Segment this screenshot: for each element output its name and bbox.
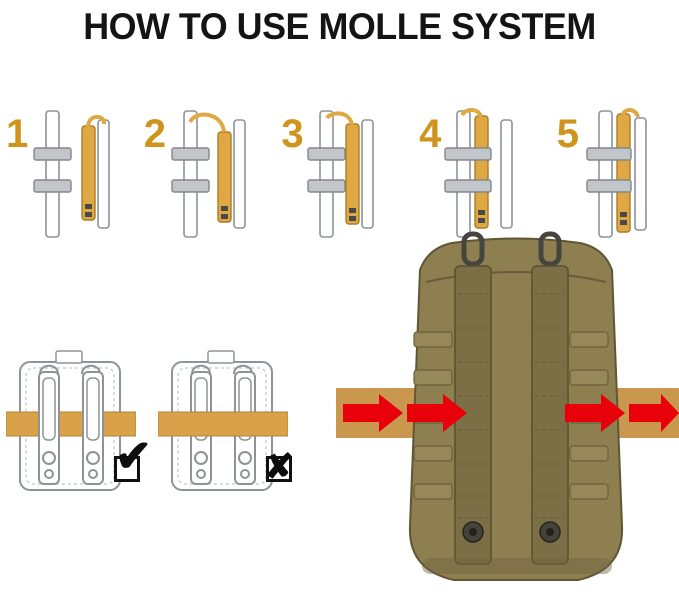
bottom-shadow [422, 558, 612, 574]
steps-row: 1 2 [0, 108, 679, 240]
side-molle-webbing [413, 331, 609, 500]
webbing-column [586, 147, 632, 193]
arrow-right-icon [565, 394, 625, 432]
step-3: 3 [281, 108, 393, 240]
step-3-diagram [306, 110, 374, 238]
arrow-right-icon [629, 394, 679, 432]
molle-strap [324, 111, 374, 229]
webbing-column [171, 110, 210, 238]
step-4-diagram [444, 108, 514, 238]
step-5-number: 5 [556, 112, 579, 156]
molle-strap [81, 114, 111, 229]
red-direction-arrows [343, 394, 679, 432]
pouch-back-photo [336, 231, 679, 581]
molle-strap [188, 112, 246, 229]
molle-strap [598, 108, 647, 238]
top-clip-loops [461, 231, 562, 267]
molle-pouch [408, 231, 624, 581]
step-1-diagram [33, 110, 111, 238]
pouch-straps-over-band [38, 371, 104, 485]
belt-band-over-straps [158, 411, 288, 437]
webbing-column [33, 110, 72, 238]
checkmark-icon: ✔ [115, 432, 152, 481]
arrow-right-icon [407, 394, 467, 432]
correct-checkbox: ✔ [114, 435, 152, 482]
x-mark-icon: ✘ [265, 448, 294, 486]
step-1: 1 [6, 108, 118, 240]
incorrect-attachment-diagram [158, 350, 288, 491]
step-4: 4 [419, 108, 531, 240]
step-5-diagram [586, 108, 647, 238]
incorrect-checkbox: ✘ [265, 450, 294, 484]
step-2-number: 2 [143, 112, 166, 156]
correct-attachment-diagram [6, 350, 136, 491]
step-1-number: 1 [6, 112, 29, 156]
step-4-number: 4 [419, 112, 442, 156]
step-2-diagram [171, 110, 246, 238]
step-2: 2 [144, 108, 256, 240]
belt-band [6, 411, 136, 437]
arrow-right-icon [343, 394, 403, 432]
webbing-column [306, 110, 346, 238]
molle-strap [456, 108, 514, 238]
step-5: 5 [557, 108, 669, 240]
webbing-column [444, 147, 493, 193]
snap-buttons [462, 521, 561, 543]
page-title: HOW TO USE MOLLE SYSTEM [83, 6, 596, 47]
step-3-number: 3 [281, 112, 304, 156]
